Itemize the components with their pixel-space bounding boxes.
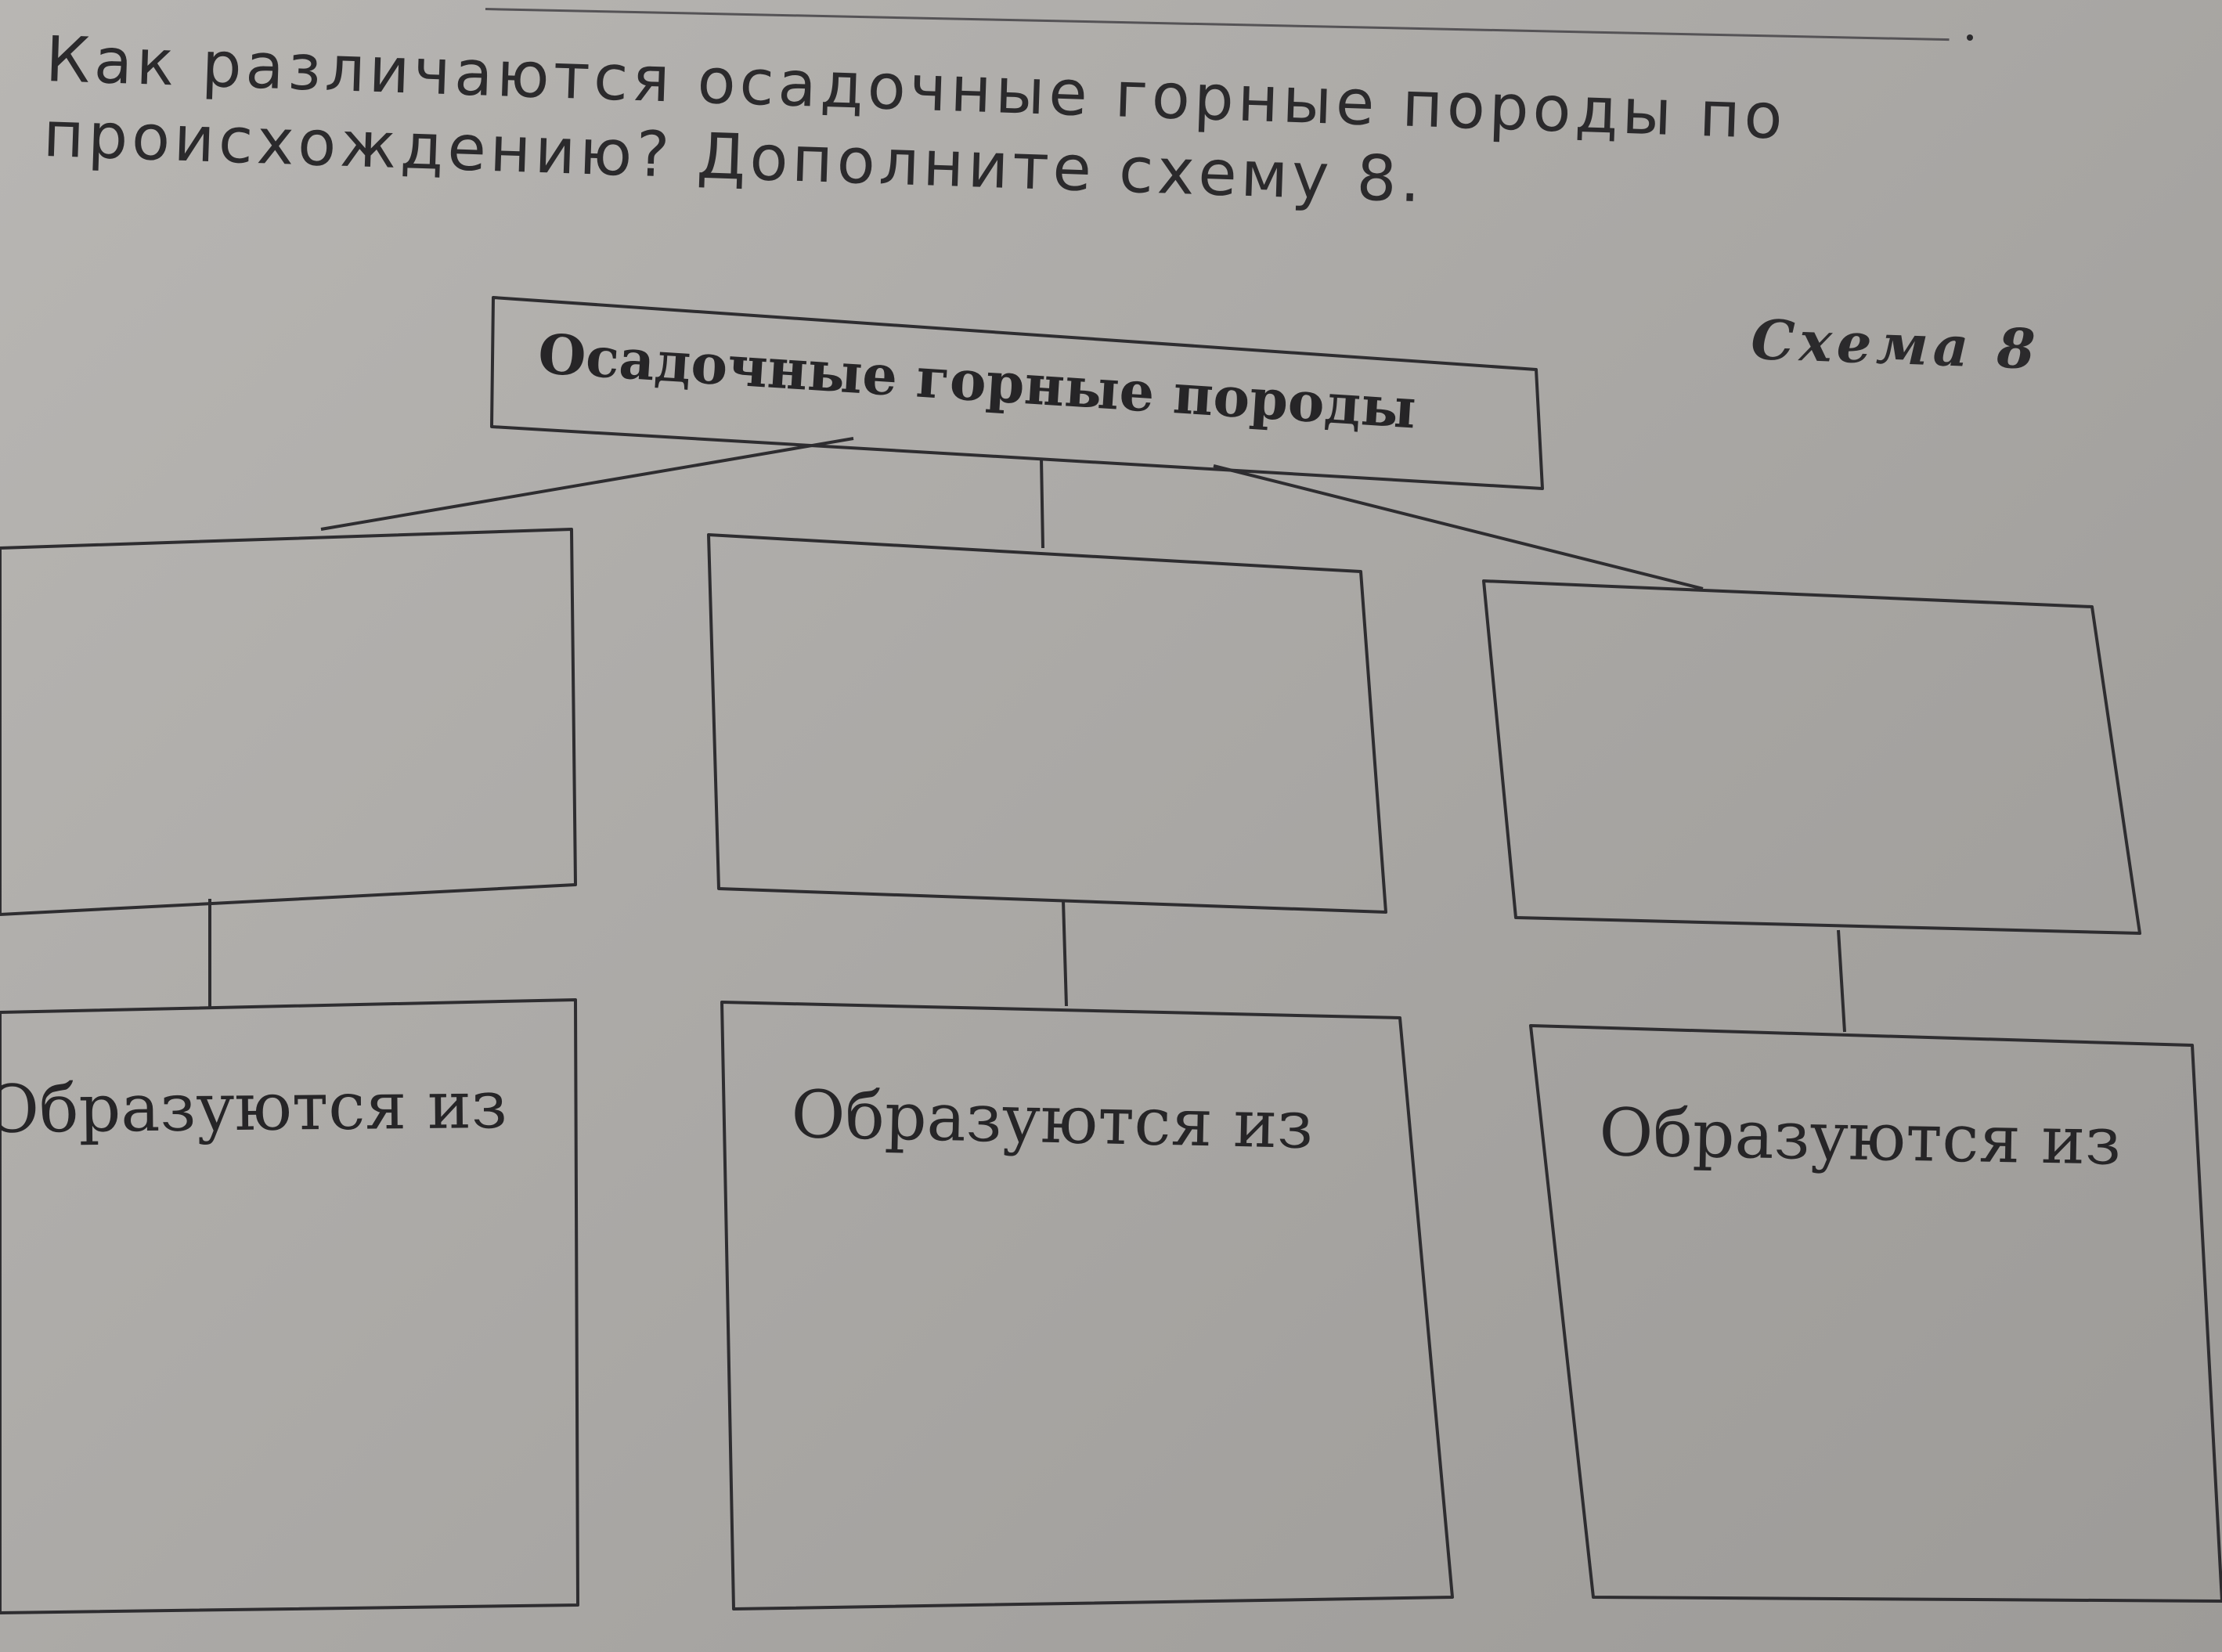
- connector-root-type-2: [1040, 457, 1044, 549]
- connector-root-type-3: [1213, 464, 1704, 590]
- source-label-3: Образуются из: [1599, 1094, 2122, 1180]
- connector-type-source-3: [1837, 929, 1846, 1033]
- connector-type-source-2: [1062, 900, 1068, 1007]
- connector-root-type-1: [320, 437, 854, 531]
- top-period: [1967, 34, 1973, 41]
- source-box-2[interactable]: [720, 1001, 1454, 1611]
- source-label-2: Образуются из: [791, 1076, 1315, 1163]
- source-label-1: Образуются из: [0, 1066, 507, 1148]
- type-box-3[interactable]: [1482, 579, 2141, 935]
- source-box-3[interactable]: [1529, 1024, 2222, 1603]
- root-label: Осадочные горные породы: [536, 321, 1418, 441]
- type-box-1[interactable]: [0, 528, 577, 916]
- type-box-2[interactable]: [707, 533, 1387, 914]
- source-box-1[interactable]: [0, 998, 579, 1614]
- root-box: [490, 296, 1544, 490]
